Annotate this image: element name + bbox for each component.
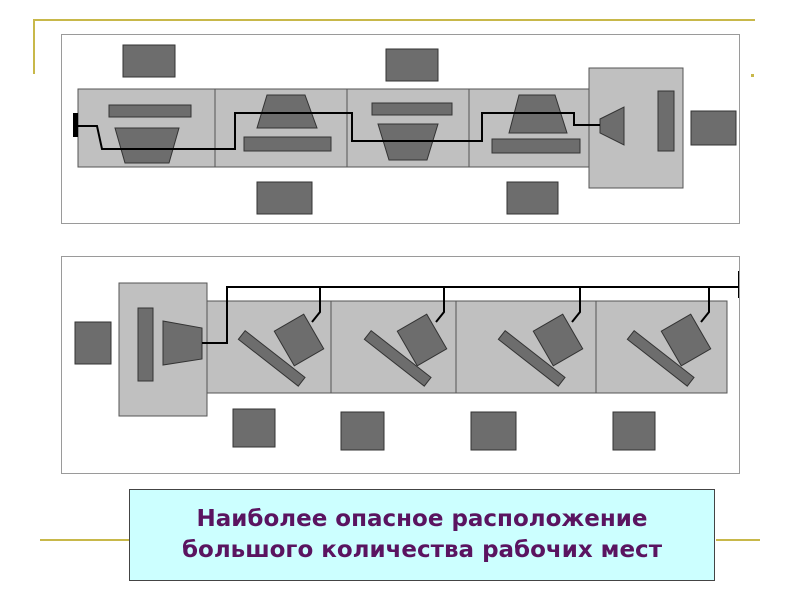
caption-line-2: большого количества рабочих мест (181, 537, 663, 563)
machine-block (506, 181, 559, 215)
feed-branch (700, 287, 710, 323)
workbench (243, 136, 332, 152)
diagram-linear-svg (73, 44, 737, 215)
slide-decor-bottom-line-left (40, 539, 130, 541)
machine-block (385, 48, 439, 82)
slide-decor-left-line (33, 19, 35, 74)
angled-machine (532, 313, 584, 367)
start-machine (162, 320, 203, 366)
angled-bench (626, 329, 695, 387)
end-machine (599, 106, 625, 146)
machine-block (232, 408, 276, 448)
machine-block (690, 110, 737, 146)
start-panel (137, 307, 154, 382)
end-panel (657, 90, 675, 152)
machine-block (470, 411, 517, 451)
line-terminal (73, 113, 78, 137)
diagram-angled-layout (61, 256, 740, 474)
funnel-machine (114, 127, 180, 164)
diagram-linear-layout (61, 34, 740, 224)
angled-bench (497, 329, 566, 387)
caption-box: Наиболее опасное расположение большого к… (129, 489, 715, 581)
slide-decor-bottom-line-right (716, 539, 760, 541)
feed-branch (311, 287, 321, 323)
angled-machine (273, 313, 325, 367)
line-terminal (738, 271, 739, 298)
machine-block (122, 44, 176, 78)
angled-machine (660, 313, 712, 367)
angled-workstation (237, 313, 325, 387)
conveyor-line (78, 112, 600, 150)
caption-line-1: Наиболее опасное расположение (196, 506, 648, 532)
feed-line (202, 286, 739, 344)
machine-block (256, 181, 313, 215)
angled-workstation (626, 313, 712, 387)
workbench (491, 138, 581, 154)
funnel-machine (256, 94, 318, 129)
workbench (371, 102, 453, 116)
angled-bench (237, 329, 306, 387)
feed-branch (571, 287, 581, 323)
workbench (108, 104, 192, 118)
angled-machine (396, 313, 448, 367)
machine-block (340, 411, 385, 451)
machine-block (612, 411, 656, 451)
angled-workstation (497, 313, 584, 387)
machine-block (74, 321, 112, 365)
slide-decor-dot (751, 74, 754, 77)
slide-decor-top-line (33, 19, 755, 21)
diagram-angled-svg (74, 271, 739, 451)
angled-workstation (363, 313, 448, 387)
angled-bench (363, 329, 432, 387)
feed-branch (435, 287, 445, 323)
